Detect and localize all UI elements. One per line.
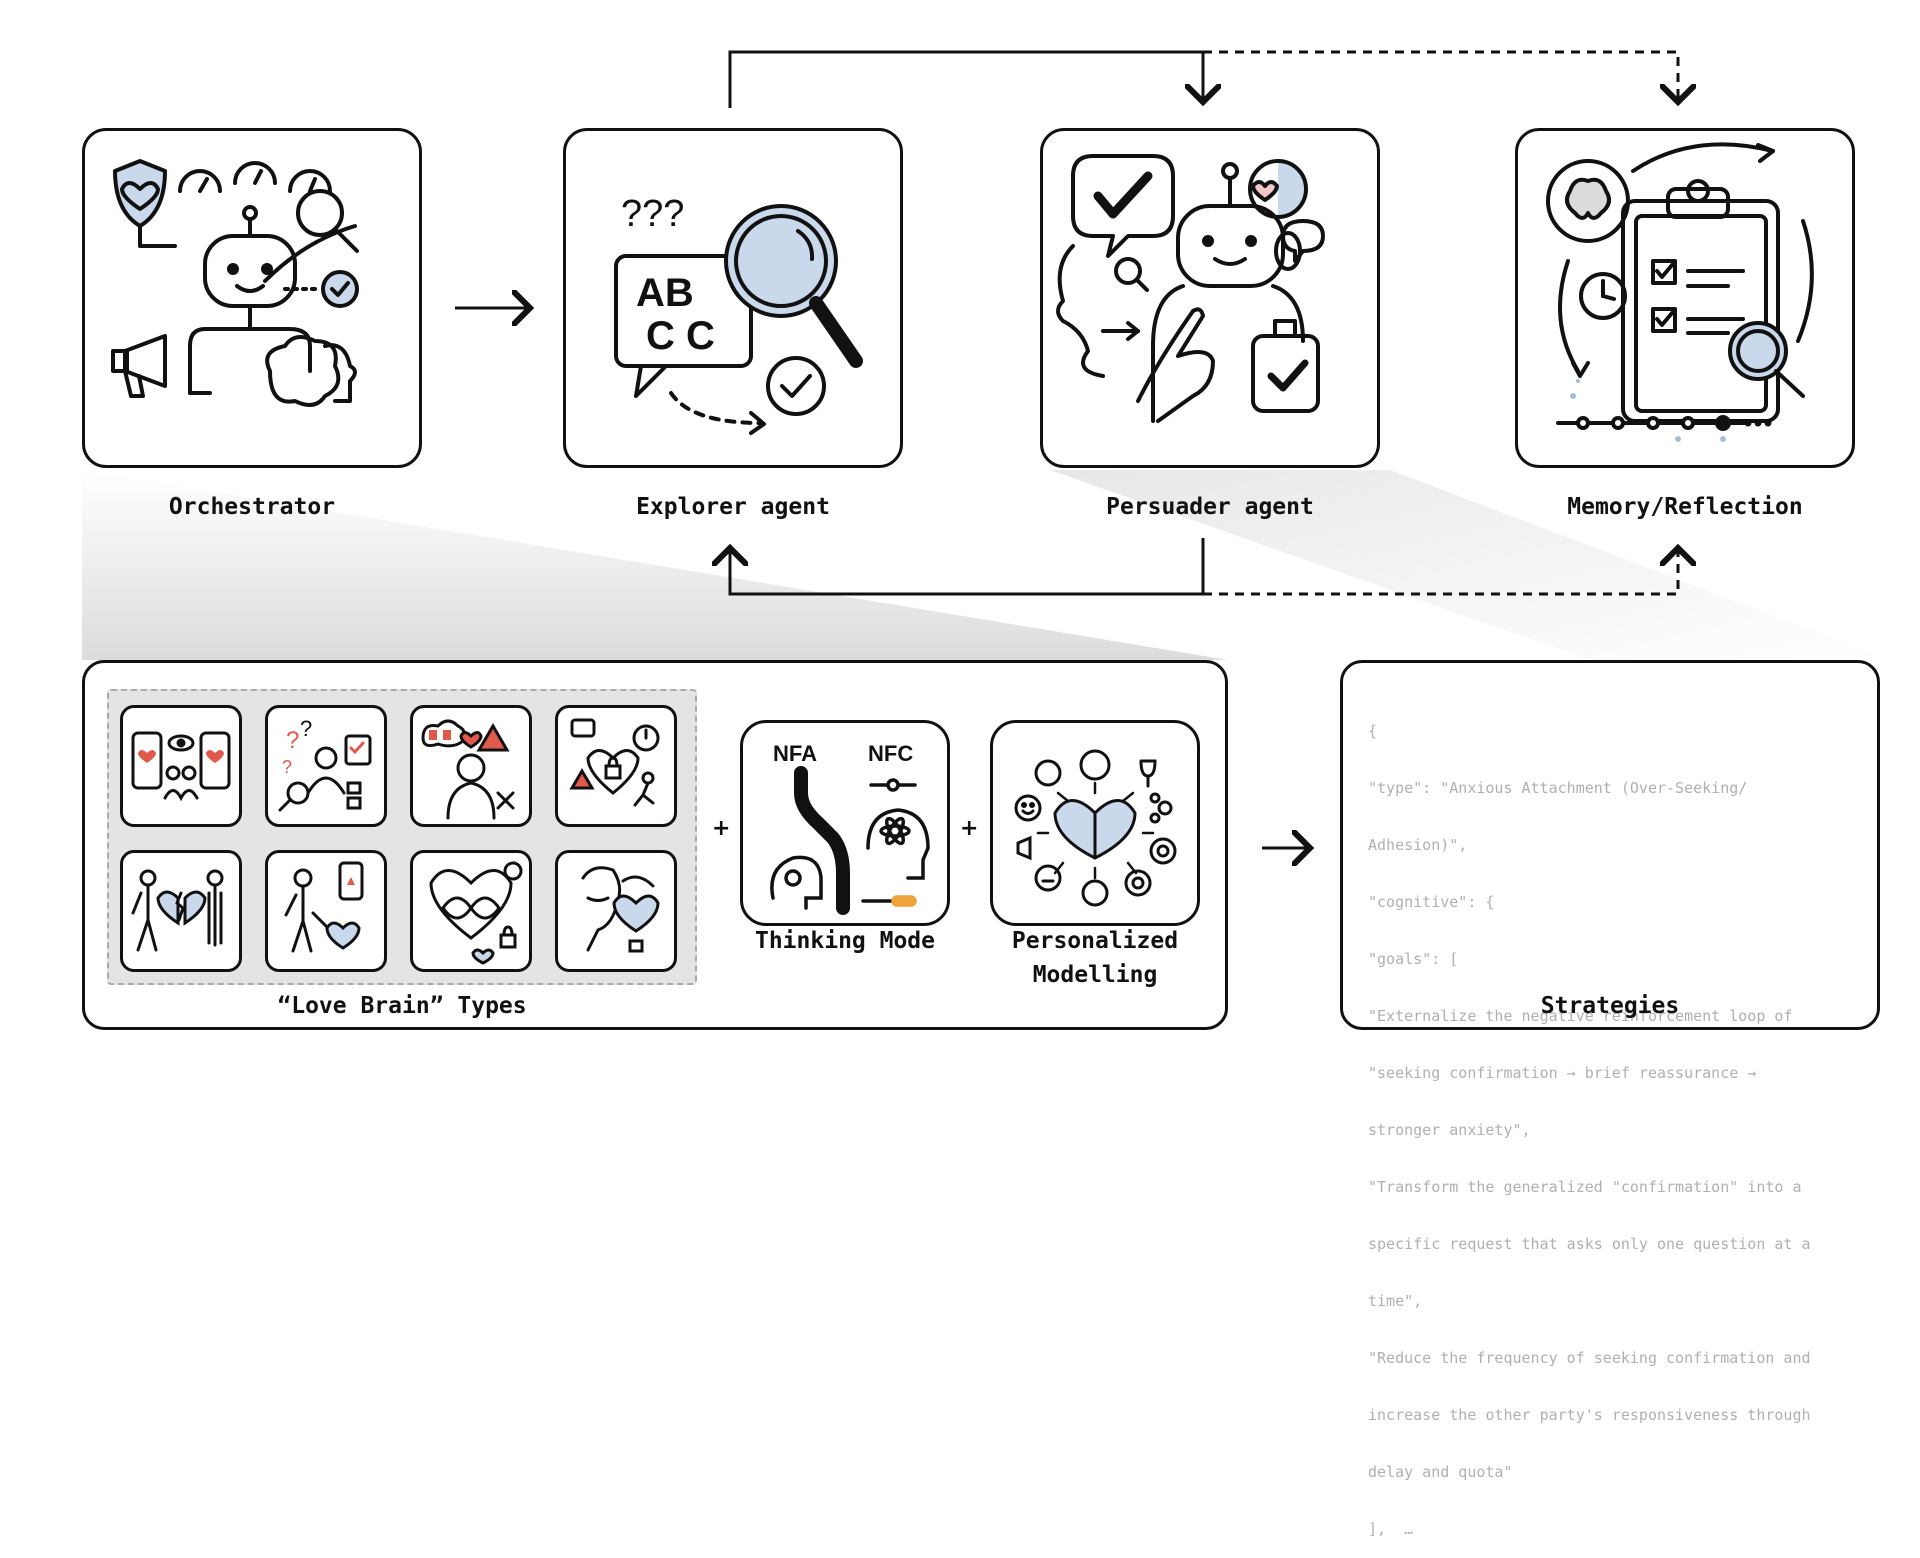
- love-brain-types-label: “Love Brain” Types: [277, 993, 527, 1019]
- explorer-agent-card: AB C C ???: [563, 128, 903, 468]
- strategies-panel: [1340, 660, 1880, 1030]
- json-line: increase the other party's responsivenes…: [1368, 1406, 1811, 1424]
- json-line: "goals": [: [1368, 950, 1459, 968]
- persuader-agent-card: [1040, 128, 1380, 468]
- love-brain-type-tile-2: ? ? ?: [265, 705, 387, 827]
- svg-text:?: ?: [286, 727, 299, 754]
- json-line: "cognitive": {: [1368, 893, 1495, 911]
- memory-icon: [1546, 142, 1814, 442]
- json-line: {: [1368, 722, 1378, 740]
- thinking-mode-card: NFA NFC: [740, 720, 950, 926]
- nfa-label: NFA: [773, 741, 817, 766]
- json-line: "Transform the generalized "confirmation…: [1368, 1178, 1802, 1196]
- json-line: ], …: [1368, 1520, 1414, 1538]
- love-brain-type-tile-4: [555, 705, 677, 827]
- json-line: "type": "Anxious Attachment (Over-Seekin…: [1368, 779, 1748, 797]
- json-line: stronger anxiety",: [1368, 1121, 1531, 1139]
- explorer-letters-bottom: C C: [646, 314, 715, 358]
- explorer-letters-top: AB: [636, 271, 694, 315]
- love-brain-type-tile-8: [555, 850, 677, 972]
- strategies-label: Strategies: [1540, 993, 1680, 1019]
- love-brain-type-tile-3: [410, 705, 532, 827]
- personalized-modelling-card: [990, 720, 1200, 926]
- json-line: "Externalize the negative reinforcement …: [1368, 1007, 1793, 1025]
- personalized-modelling-label-line2: Modelling: [1032, 962, 1158, 988]
- thinking-mode-label: Thinking Mode: [754, 928, 935, 954]
- flow-connectors: [455, 50, 1920, 1080]
- json-line: "Reduce the frequency of seeking confirm…: [1368, 1349, 1811, 1367]
- json-line: Adhesion)",: [1368, 836, 1468, 854]
- love-brain-type-tile-1: [120, 705, 242, 827]
- json-line: time",: [1368, 1292, 1423, 1310]
- svg-text:?: ?: [300, 716, 312, 741]
- json-line: specific request that asks only one ques…: [1368, 1235, 1811, 1253]
- love-brain-type-tile-6: [265, 850, 387, 972]
- svg-text:?: ?: [282, 757, 292, 777]
- orchestrator-label: Orchestrator: [168, 494, 336, 520]
- thinking-mode-icon: NFA NFC: [770, 741, 930, 915]
- love-brain-type-tile-5: [120, 850, 242, 972]
- personalized-modelling-label-line1: Personalized: [1011, 928, 1179, 954]
- orchestrator-icon: [111, 159, 359, 407]
- persuader-icon: [1056, 154, 1325, 423]
- json-line: delay and quota": [1368, 1463, 1513, 1481]
- orchestrator-card: [82, 128, 422, 468]
- strategy-json-text: { "type": "Anxious Attachment (Over-Seek…: [1368, 684, 1868, 1558]
- plus-sign-2: +: [960, 816, 979, 841]
- explorer-icon: AB C C ???: [614, 193, 863, 435]
- plus-sign-1: +: [712, 816, 731, 841]
- love-brain-type-tile-7: [410, 850, 532, 972]
- json-line: "seeking confirmation → brief reassuranc…: [1368, 1064, 1757, 1082]
- memory-reflection-card: [1515, 128, 1855, 468]
- nfc-label: NFC: [868, 741, 913, 766]
- explorer-agent-label: Explorer agent: [636, 494, 830, 520]
- explorer-question-marks: ???: [621, 193, 684, 235]
- personalized-modelling-icon: [1014, 749, 1177, 907]
- persuader-agent-label: Persuader agent: [1106, 494, 1314, 520]
- background-shading: [82, 470, 1890, 660]
- memory-reflection-label: Memory/Reflection: [1567, 494, 1803, 520]
